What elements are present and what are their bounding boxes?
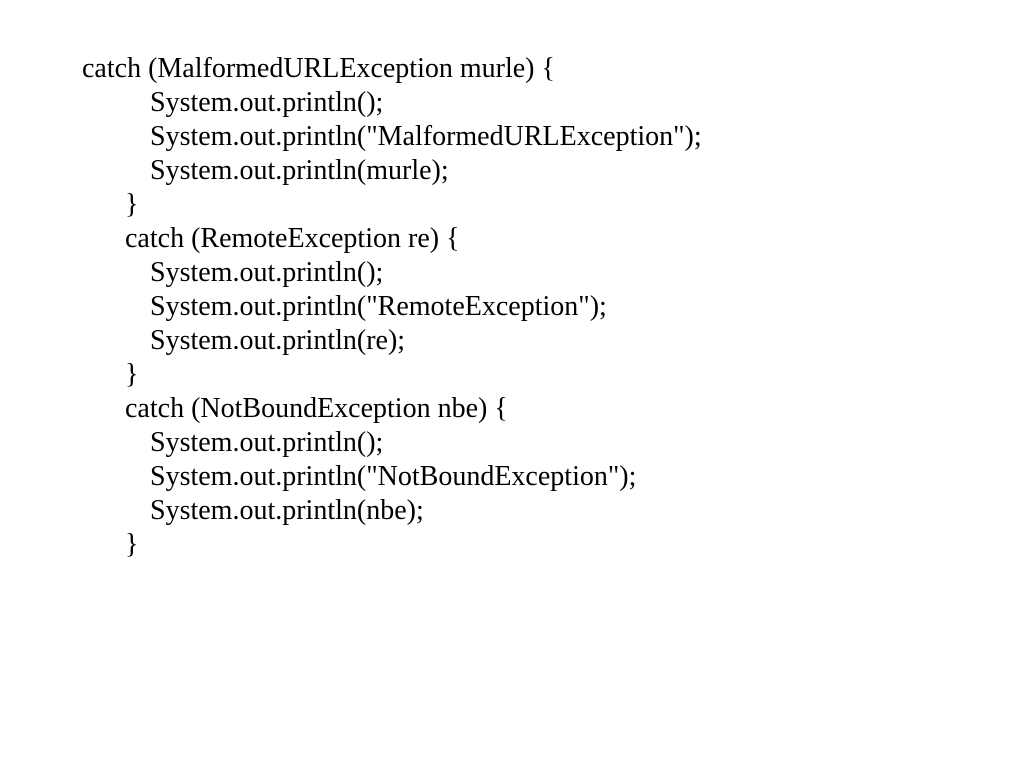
code-line: catch (MalformedURLException murle) { — [82, 53, 555, 84]
code-line: System.out.println(); — [150, 87, 384, 118]
code-line: System.out.println("MalformedURLExceptio… — [150, 121, 702, 152]
code-line: System.out.println(nbe); — [150, 495, 424, 526]
code-line: } — [125, 529, 139, 560]
code-line: System.out.println(murle); — [150, 155, 449, 186]
code-line: System.out.println("RemoteException"); — [150, 291, 607, 322]
code-line: System.out.println(); — [150, 427, 384, 458]
code-line: catch (RemoteException re) { — [125, 223, 460, 254]
code-line: System.out.println(); — [150, 257, 384, 288]
code-line: System.out.println(re); — [150, 325, 406, 356]
code-line: } — [125, 359, 139, 390]
code-block: catch (MalformedURLException murle) {Sys… — [0, 52, 1024, 562]
code-line: catch (NotBoundException nbe) { — [125, 393, 508, 424]
code-line: } — [125, 189, 139, 220]
code-line: System.out.println("NotBoundException"); — [150, 461, 637, 492]
